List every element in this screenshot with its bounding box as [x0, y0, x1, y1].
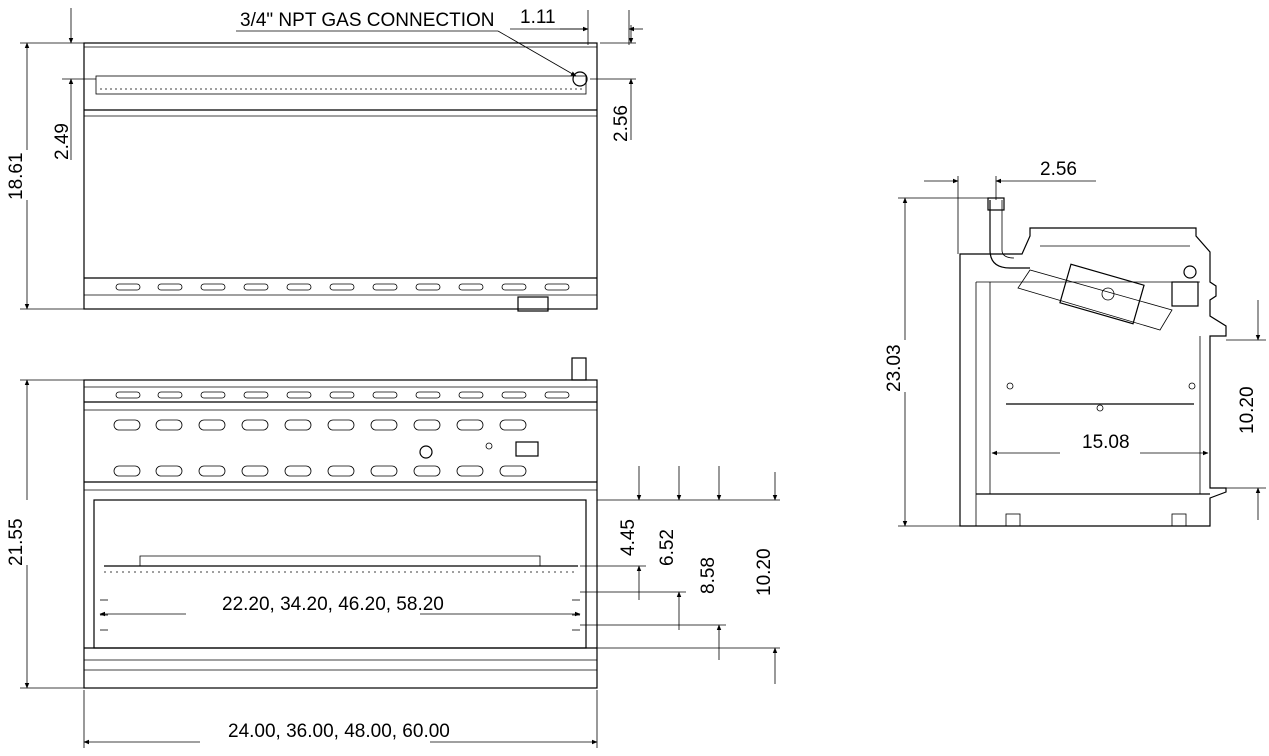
dim-23-03: 23.03 [884, 344, 905, 392]
dim-2-49: 2.49 [52, 123, 73, 160]
dim-21-55: 21.55 [6, 518, 27, 566]
dim-grate-width: 22.20, 34.20, 46.20, 58.20 [222, 594, 444, 615]
dim-10-20-side: 10.20 [1237, 386, 1258, 434]
top-view-outline [83, 42, 598, 310]
control-switch [515, 441, 539, 457]
control-knob [517, 296, 549, 312]
dim-18-61: 18.61 [6, 152, 27, 200]
vent-slots-top [115, 283, 570, 291]
vent-slots-front-top [115, 391, 570, 399]
dim-2-56-side: 2.56 [1040, 159, 1077, 180]
gas-connection-circle [572, 71, 588, 87]
gas-pipe [989, 200, 1030, 269]
dim-8-58: 8.58 [698, 557, 719, 594]
gas-connection-label: 3/4" NPT GAS CONNECTION [240, 10, 495, 31]
burner-strip [95, 75, 587, 95]
broiler-cavity [93, 499, 587, 649]
dim-15-08: 15.08 [1082, 432, 1130, 453]
dim-10-20-front: 10.20 [754, 548, 775, 596]
dim-4-45: 4.45 [618, 519, 639, 556]
front-view: 22.20, 34.20, 46.20, 58.20 24.00, 36.00,… [6, 357, 780, 748]
top-view: 3/4" NPT GAS CONNECTION 1.11 2.56 2.49 1… [6, 7, 643, 312]
gas-inlet-pipe [571, 357, 587, 381]
dim-1-11: 1.11 [520, 7, 556, 28]
burner-assembly [1017, 269, 1173, 331]
pilot-knob [419, 445, 433, 459]
igniter-icon [485, 442, 493, 450]
dim-overall-width: 24.00, 36.00, 48.00, 60.00 [228, 721, 450, 742]
dim-2-56-top: 2.56 [611, 105, 632, 142]
dim-6-52: 6.52 [657, 529, 678, 566]
front-view-outline [83, 379, 598, 689]
valve-block [1171, 281, 1199, 307]
vent-slots-front-panel [113, 419, 527, 477]
side-view-outline [959, 227, 1227, 527]
side-view: 2.56 23.03 15.08 10.20 [884, 159, 1266, 527]
